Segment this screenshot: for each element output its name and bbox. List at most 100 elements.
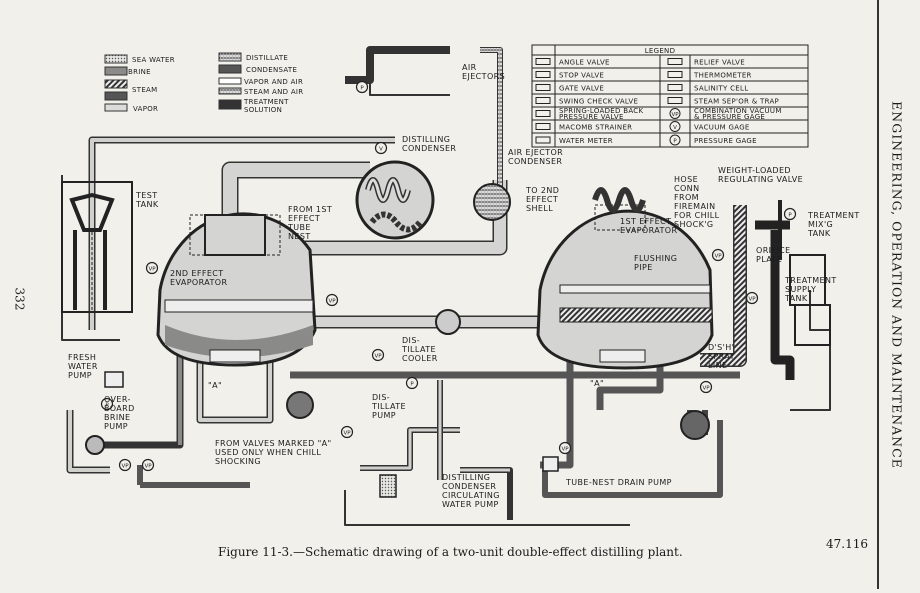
label-from-1st-effect: TUBE — [287, 223, 311, 232]
label-second-effect: EVAPORATOR — [170, 278, 227, 287]
swatch-steam-solid — [104, 91, 128, 101]
label-treatment-supply: TANK — [784, 294, 808, 303]
label-from-1st-effect: FROM 1ST — [288, 205, 332, 214]
figure-id: 47.116 — [826, 537, 868, 551]
label-fresh-water-pump: PUMP — [68, 371, 92, 380]
vp-gage-symbol: VP — [121, 464, 129, 470]
label-from-valves: SHOCKING — [215, 457, 261, 466]
angle-valve-icon — [535, 58, 551, 65]
vp-gage-symbol: VP — [374, 354, 382, 360]
label-distillate-pump: PUMP — [372, 411, 396, 420]
label-circ-pump: WATER PUMP — [442, 500, 499, 509]
label-to-2nd-effect-shell: TO 2ND — [525, 186, 559, 195]
swatch-treatment — [218, 99, 242, 110]
swing-check-valve-icon — [535, 97, 551, 104]
label-orifice: PLATE — [756, 255, 782, 264]
p-gage-symbol: P — [360, 86, 364, 92]
label-tube-nest-pump: TUBE-NEST DRAIN PUMP — [565, 478, 672, 487]
key-vapor-air: VAPOR AND AIR — [244, 78, 303, 86]
label-hose-conn: FOR CHILL — [674, 211, 720, 220]
label-from-valves: FROM VALVES MARKED "A" — [215, 439, 332, 448]
distilling-condenser — [355, 160, 435, 240]
vp-gage-symbol: VP — [702, 386, 710, 392]
label-weight-loaded: REGULATING VALVE — [718, 175, 803, 184]
figure-caption: Figure 11-3.—Schematic drawing of a two-… — [218, 545, 683, 559]
label-treatment-mix: MIX'G — [808, 220, 833, 229]
vp-gage-icon: VP — [371, 348, 385, 362]
label-hose-conn: FROM — [674, 193, 699, 202]
label-flushing: PIPE — [634, 263, 653, 272]
key-steam-air: STEAM AND AIR — [244, 88, 303, 96]
vp-gage-symbol: VP — [148, 267, 156, 273]
label-hose-conn: SHOCK'G — [674, 220, 713, 229]
label-distillate-cooler: DIS- — [402, 336, 420, 345]
pressure-gage-icon — [669, 134, 681, 146]
label-distillate-cooler: COOLER — [402, 354, 438, 363]
p-gage-icon: P — [783, 207, 797, 221]
label-hose-conn: CONN — [674, 184, 699, 193]
p-gage-symbol: P — [788, 213, 792, 219]
distillate-pump-icon — [286, 391, 314, 419]
label-air-ejectors: EJECTORS — [462, 72, 505, 81]
label-orifice: ORIFICE — [756, 246, 791, 255]
legend-swing-check-valve-label: SWING CHECK VALVE — [559, 98, 638, 106]
swatch-sea-water — [104, 54, 128, 64]
circulating-water-pump-icon — [379, 474, 397, 498]
p-gage-icon: P — [355, 80, 369, 94]
first-effect-evaporator — [536, 187, 714, 370]
p-gage-icon: P — [100, 397, 114, 411]
water-meter-icon — [535, 136, 551, 144]
key-treatment: TREATMENT — [243, 98, 289, 106]
label-from-1st-effect: EFFECT — [288, 214, 320, 223]
label-from-valves: USED ONLY WHEN CHILL — [215, 448, 321, 457]
vp-gage-icon: VP — [711, 248, 725, 262]
vacuum-gage-symbol: V — [673, 125, 677, 131]
vp-gage-icon: VP — [340, 425, 354, 439]
label-circ-pump: CONDENSER — [442, 482, 496, 491]
label-second-effect: 2ND EFFECT — [170, 269, 224, 278]
vp-gage-icon: VP — [558, 441, 572, 455]
key-brine: BRINE — [128, 68, 151, 76]
legend-strainer-label: MACOMB STRAINER — [559, 124, 632, 132]
legend-angle-valve-label: ANGLE VALVE — [559, 59, 610, 67]
swatch-steam-hatched — [104, 79, 128, 89]
key-distillate: DISTILLATE — [246, 54, 288, 62]
label-distillate-cooler: TILLATE — [401, 345, 436, 354]
vacuum-gage-icon — [669, 121, 681, 132]
vp-gage-icon: VP — [745, 291, 759, 305]
salinity-cell-icon — [667, 84, 683, 91]
legend-vp-gage-label: & PRESSURE GAGE — [694, 113, 765, 121]
label-treatment-mix: TANK — [807, 229, 831, 238]
key-sea-water: SEA WATER — [132, 56, 175, 64]
relief-valve-icon — [667, 58, 683, 65]
legend-gate-valve-label: GATE VALVE — [559, 85, 604, 93]
label-distilling-condenser: DISTILLING — [402, 135, 450, 144]
p-gage-symbol: P — [410, 382, 414, 388]
label-dsh-spray: LINE — [708, 361, 727, 370]
label-to-2nd-effect-shell: EFFECT — [526, 195, 558, 204]
page-number: 332 — [12, 287, 27, 311]
air-ejector-condenser — [473, 183, 511, 221]
legend-water-meter-label: WATER METER — [559, 137, 613, 145]
legend-salinity-cell-label: SALINITY CELL — [694, 85, 748, 93]
key-steam: STEAM — [132, 86, 157, 94]
strainer-icon — [535, 123, 551, 130]
label-to-2nd-effect-shell: SHELL — [526, 204, 553, 213]
label-treatment-supply: TREATMENT — [784, 276, 837, 285]
vp-gage-icon — [669, 108, 681, 119]
legend-thermometer-label: THERMOMETER — [693, 72, 752, 80]
label-air-ejectors: AIR — [462, 63, 477, 72]
swatch-brine — [104, 66, 128, 76]
legend-stop-valve-label: STOP VALVE — [559, 72, 604, 80]
vp-gage-symbol: VP — [671, 112, 679, 118]
label-overboard-pump: OVER- — [104, 395, 131, 404]
vp-gage-icon: VP — [699, 380, 713, 394]
vp-gage-symbol: VP — [328, 299, 336, 305]
swatch-vapor — [104, 103, 128, 112]
vp-gage-icon: VP — [118, 458, 132, 472]
label-circ-pump: CIRCULATING — [442, 491, 500, 500]
label-hose-conn: HOSE — [674, 175, 698, 184]
label-air-ejector-condenser: CONDENSER — [508, 157, 562, 166]
thermometer-icon — [667, 71, 683, 78]
